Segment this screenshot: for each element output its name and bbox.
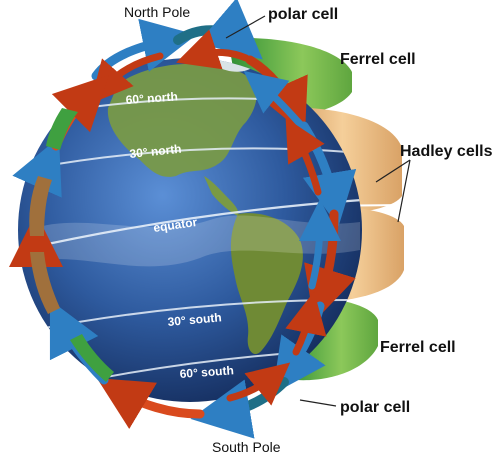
polar-cell-bottom-label: polar cell — [340, 399, 410, 416]
polar-loop-south-left — [96, 378, 205, 430]
south-america-landmass — [230, 213, 303, 355]
polar-cell-top-label: polar cell — [268, 6, 338, 23]
ferrel-cell-bottom-label: Ferrel cell — [380, 339, 456, 356]
latitude-60s-label: 60° south — [179, 363, 234, 381]
latitude-30s-label: 30° south — [167, 310, 222, 329]
hadley-loop-south-return — [298, 199, 341, 290]
left-ferrel-patch-south — [70, 334, 114, 382]
hadley-pointer-2 — [397, 159, 411, 223]
central-america-landmass — [204, 176, 239, 216]
polar-loop-top-return — [176, 29, 250, 70]
left-hadley-patch-north — [29, 176, 52, 236]
polar-cell-bottom-pointer — [299, 399, 337, 407]
polar-loop-bottom-return — [226, 362, 291, 406]
south-pole-label: South Pole — [212, 439, 281, 455]
hadley-loop-north-return — [285, 117, 325, 196]
latitude-60n-label: 60° north — [125, 89, 178, 107]
ferrel-cell-top-label: Ferrel cell — [340, 51, 416, 68]
equator-label: equator — [152, 215, 198, 235]
hadley-cells-label: Hadley cells — [400, 143, 493, 160]
hadley-pointer-1 — [375, 159, 411, 183]
left-ferrel-patch-north — [46, 108, 78, 150]
latitude-30n-label: 30° north — [129, 142, 182, 161]
cloud-band — [30, 215, 360, 267]
ferrel-loop-south-right-return — [285, 291, 327, 356]
north-pole-label: North Pole — [124, 4, 190, 20]
polar-cell-top-pointer — [225, 15, 266, 39]
circulation-loops — [9, 0, 357, 439]
left-hadley-patch-south — [30, 252, 60, 314]
pointer-lines — [225, 15, 411, 407]
